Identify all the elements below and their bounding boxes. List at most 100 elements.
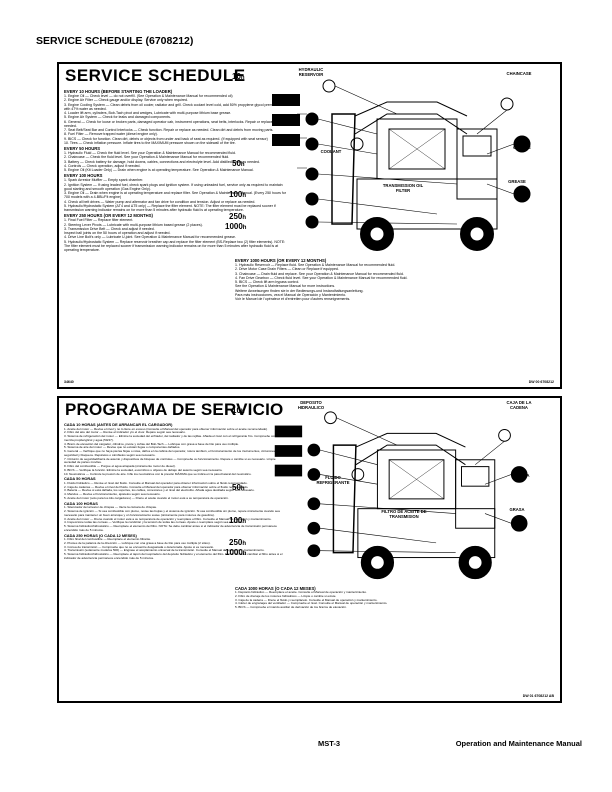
section-item: Para más instrucciones, vea el Manual de…	[235, 292, 347, 297]
label-hydraulic-reservoir: DEPOSITO HIDRAULICO	[297, 400, 325, 410]
section-item: See the Operation & Maintenance Manual f…	[235, 284, 336, 289]
interval-1000-label: 1000h	[225, 548, 247, 557]
section-item: 5. Hydraulic/Hydrostatic System (ΔT4 and…	[64, 203, 276, 212]
section-item: 2. Caja de cadenas — Revise el nivel del…	[64, 484, 249, 489]
loader-diagram	[272, 79, 531, 251]
section-item: Inspect ball joints on the 50 hours of o…	[64, 231, 171, 235]
section-item: 4. Mandos — Revise el funcionamiento, aj…	[64, 492, 161, 497]
section-item: 4. Inspeccione todas las correas — Verif…	[64, 520, 244, 525]
section-item: 2. Drive Motor Case Drain Filters — Clea…	[235, 267, 339, 272]
page-title: SERVICE SCHEDULE (6708212)	[36, 35, 194, 47]
section-item: 5. BICS — Compruebe el mando auxiliar de…	[235, 605, 347, 609]
section-item: 5. Sistema de aire del motor — Revise qu…	[64, 445, 181, 450]
section-item: 5. Sistema hidráulico/hidrostático — Ree…	[64, 524, 277, 532]
interval-1000-label: 1000h	[225, 222, 247, 231]
footer-page-number: MST-3	[318, 739, 341, 748]
loader-diagram	[274, 411, 528, 580]
section-item: 4. Controls — Check operation, adjust if…	[64, 163, 141, 168]
section-item: Weitere Anweisungen finden sie in der Be…	[235, 288, 364, 293]
interval-10-label: 10h	[232, 72, 245, 81]
section-item: 8. Fuel Filter — Remove trapped water (d…	[64, 132, 158, 137]
section-item: 1. Spark Arrestor Muffler — Empty spark …	[64, 178, 144, 183]
label-coolant: COOLANT	[320, 149, 342, 154]
service-schedule-decal-english: SERVICE SCHEDULE EVERY 10 HOURS (BEFORE …	[57, 62, 562, 389]
section-item: 1. Aceite del motor — Revise el nivel y …	[64, 426, 268, 431]
section-item: 9. BICS — Check for function. Clean dirt…	[64, 136, 268, 141]
section-title: CADA 10 HORAS (ANTES DE ARRANCAR EL CARG…	[64, 422, 173, 427]
section-item: 7. Cinturón de seguridad/barra de asient…	[64, 456, 276, 465]
label-grease-2: GRASA	[509, 507, 525, 512]
interval-50-label: 50h	[232, 483, 245, 492]
interval-250-label: 250h	[229, 538, 247, 547]
section-item: 5. Aceite del motor (solo para los kits …	[64, 495, 229, 500]
schedule-text-right: EVERY 1000 HOURS (OR EVERY 12 MONTHS)1. …	[235, 258, 459, 301]
interval-250-label: 250h	[229, 212, 247, 221]
label-grease-2: GREASE	[508, 179, 526, 184]
section-title: EVERY 1000 HOURS (OR EVERY 12 MONTHS)	[235, 258, 327, 263]
section-item: 3. Correa de transmisión — Compruebe que…	[64, 544, 215, 549]
schedule-text-left: EVERY 10 HOURS (BEFORE STARTING THE LOAD…	[64, 88, 286, 252]
section-item: 4. Drive Line Bolt's only — Lubricate U-…	[64, 235, 237, 240]
decal-part-number: DW 01 6708212 AB	[522, 694, 554, 698]
section-item: 3. Batería — Revise si está dañada, los …	[64, 488, 255, 493]
section-item: 5. Sistema hidráulico/hidrostático — Ree…	[64, 552, 283, 560]
decal-heading: PROGRAMA DE SERVICIO	[65, 400, 284, 419]
section-item: 2. Steering Lever Pivots — Lubricate wit…	[64, 222, 203, 227]
schedule-text-left: CADA 10 HORAS (ANTES DE ARRANCAR EL CARG…	[64, 422, 286, 561]
service-schedule-decal-spanish: PROGRAMA DE SERVICIO CADA 10 HORAS (ANTE…	[57, 396, 562, 703]
section-item: 5. BICS — Check lift arm bypass control.	[235, 280, 300, 284]
section-item: 4. Brazo de elevación del cargador, cili…	[64, 441, 239, 446]
section-item: 1. Fluido hidráulico — Revise el nivel d…	[64, 480, 248, 485]
section-item: Voir le Manuel de l'opérateur et d'entre…	[235, 297, 351, 301]
section-item: 4. Loader lift arm, cylinders, Bob-Tach …	[64, 111, 232, 115]
section-title: EVERY 10 HOURS (BEFORE STARTING THE LOAD…	[64, 89, 173, 94]
section-item: 5. Hydraulic/Hydrostatic System — Replac…	[64, 239, 286, 253]
section-item: 1. Engine Oil — Check level — do not ove…	[64, 94, 233, 98]
section-item: 5. Engine Oil (Kit Loader Only) — Drain …	[64, 168, 254, 172]
section-item: 3. Sistema de refrigeración del motor — …	[64, 434, 276, 442]
section-item: 3. Aceite del motor — Drene cuando el mo…	[64, 516, 272, 521]
decal-part-number: DW 00 6708212	[528, 380, 554, 384]
interval-100-label: 100h	[229, 190, 247, 199]
section-title: CADA 50 HORAS	[64, 476, 96, 482]
section-item: 2. Filtro del aire del motor — Revise el…	[64, 430, 186, 435]
section-item: 2. Pivotes de la palanca de la dirección…	[64, 540, 211, 545]
section-item: 10. Tires — Check inflation pressure. In…	[64, 140, 236, 145]
section-item: 4. Fan Drive Gearbox — Check fluid level…	[235, 275, 408, 280]
section-item: 3. Chaincase — Drain fluid and replace. …	[235, 271, 404, 276]
section-item: 6. General — Check for loose or broken p…	[64, 119, 278, 128]
section-item: 6. General — Verifique que no haya pieza…	[64, 449, 280, 457]
schedule-text-right: CADA 1000 HORAS (O CADA 12 MESES)1. Depó…	[235, 586, 459, 610]
section-item: 5. Engine Air System — Check for leaks a…	[64, 115, 171, 120]
section-item: 10. Neumáticos — Controle la presión de …	[64, 471, 252, 476]
section-item: 4. Transmisión (solamente modelos 500) —…	[64, 548, 265, 553]
section-item: 3. Caja de la cadena — Drene el fluido y…	[235, 597, 378, 602]
interval-100-label: 100h	[229, 516, 247, 525]
section-title: CADA 100 HORAS	[64, 500, 98, 506]
interval-10-label: 10h	[232, 406, 245, 415]
label-transmission-filter: FILTRO DE ACEITE DE TRANSMISION	[381, 509, 427, 519]
section-item: 4. Check all belt drives — Water pump an…	[64, 199, 256, 204]
label-hydraulic-reservoir: HYDRAULIC RESERVOIR	[298, 67, 324, 77]
section-title: EVERY 250 HOURS (OR EVERY 12 MONTHS)	[64, 213, 153, 219]
section-item: 2. Filtro de drenaje de los motores hidr…	[235, 593, 337, 598]
section-item: 2. Engine Air Filter — Check gauge and/o…	[64, 98, 188, 103]
section-title: EVERY 100 HOURS	[64, 173, 103, 179]
decal-code: 34640	[64, 380, 74, 384]
section-item: 2. Chaincase — Check the fluid level. Se…	[64, 155, 230, 160]
interval-50-label: 50h	[232, 159, 245, 168]
label-chaincase: CAJA DE LA CADENA	[506, 400, 532, 410]
section-item: 1. Hydraulic Fluid — Check the fluid lev…	[64, 151, 236, 155]
section-item: 1. Depósito hidráulico — Reemplace el ac…	[235, 590, 367, 594]
section-item: 3. Battery — Check battery for damage, h…	[64, 159, 260, 164]
section-title: CADA 1000 HORAS (O CADA 12 MESES)	[235, 586, 316, 591]
section-title: CADA 250 HORAS (O CADA 12 MESES)	[64, 532, 137, 538]
section-item: 3. Transmission Drive Belt — Check and a…	[64, 226, 155, 231]
section-item: 2. Ignition System — If using leaded fue…	[64, 182, 283, 191]
section-item: 4. Cárter de engranajes del ventilador —…	[235, 601, 388, 606]
section-item: 1. Filtro final del combustible — Reempl…	[64, 537, 152, 542]
label-transmission-filter: TRANSMISSION OIL FILTER	[382, 183, 424, 193]
footer-manual-title: Operation and Maintenance Manual	[455, 739, 582, 748]
decal-heading: SERVICE SCHEDULE	[65, 66, 246, 85]
section-item: 1. Hydraulic Reservoir — Replace fluid. …	[235, 263, 396, 267]
